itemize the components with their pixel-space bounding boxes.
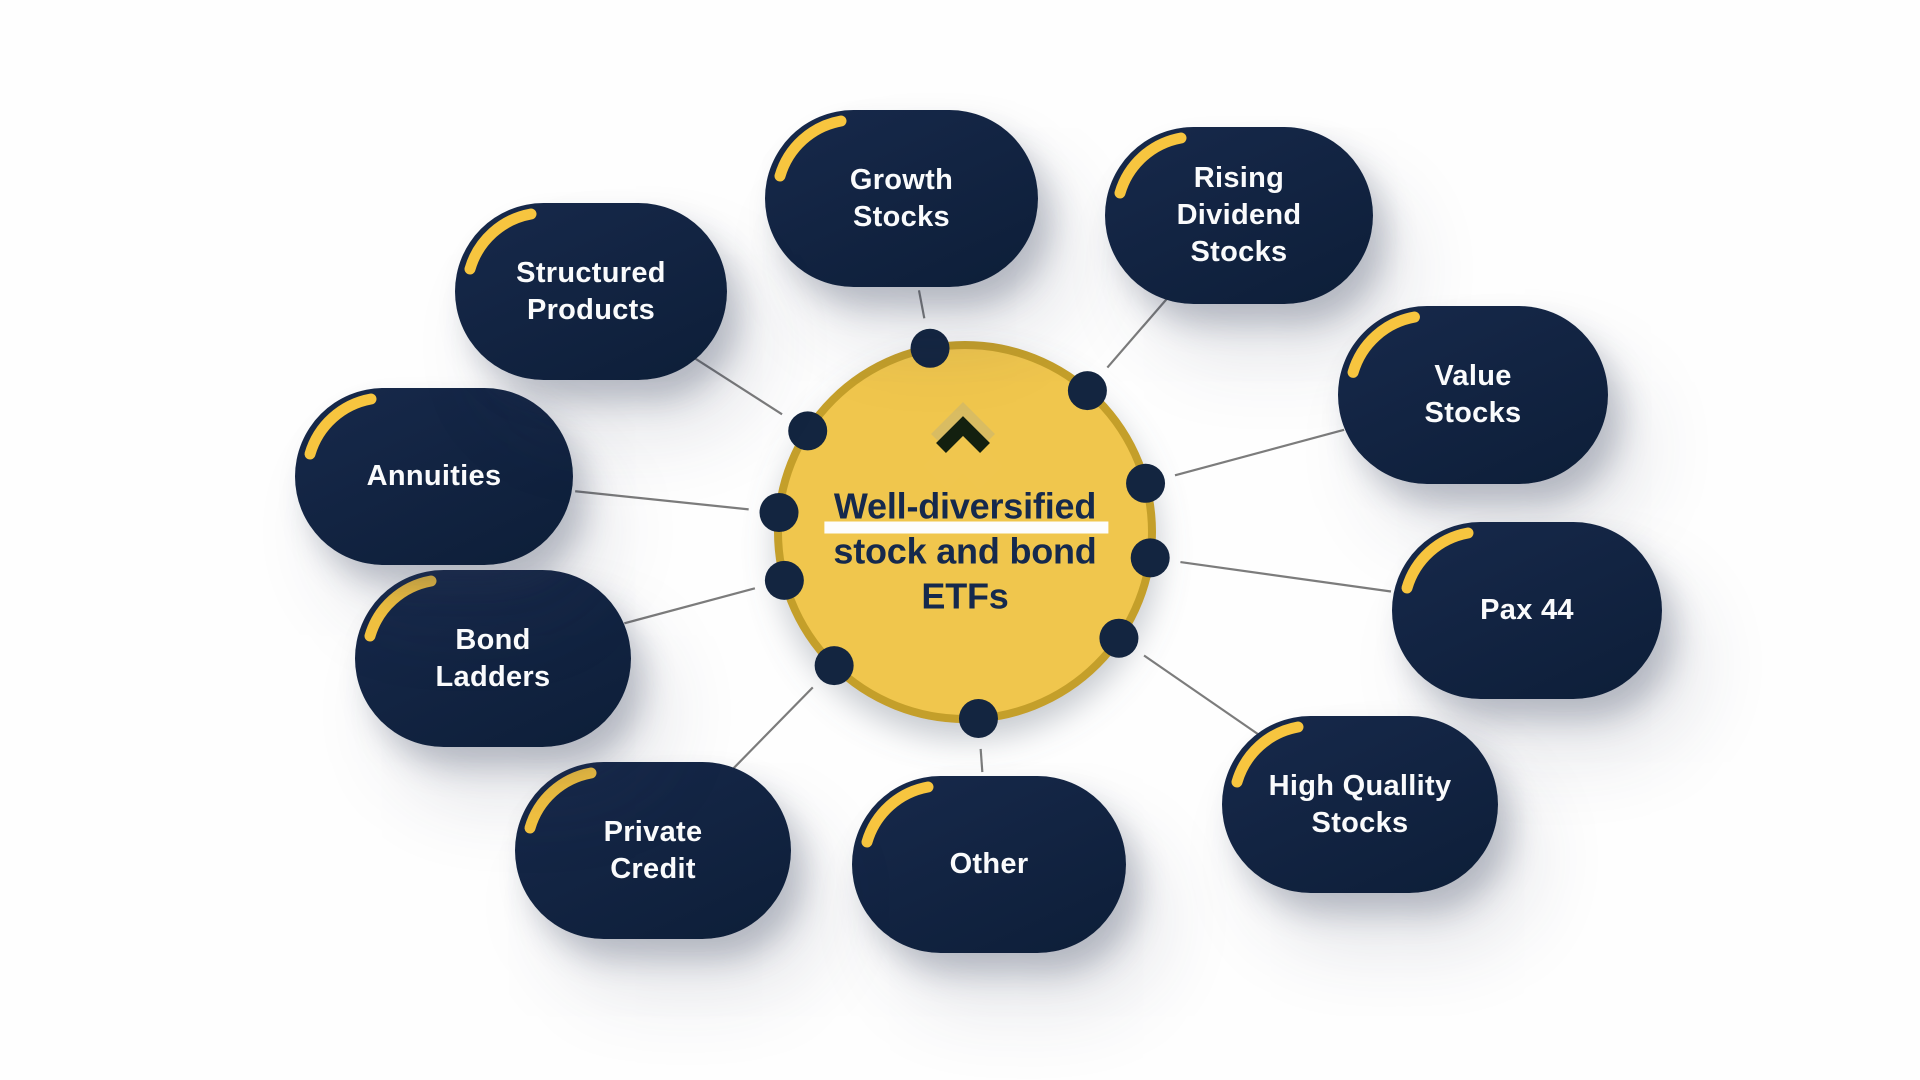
node-accent-arc-icon: [1231, 721, 1304, 788]
node-label-rising-dividend-stocks: Rising Dividend Stocks: [1176, 162, 1302, 268]
hub-title-line2: stock and bond: [833, 530, 1097, 572]
connector-dot-value-stocks: [1126, 463, 1166, 503]
node-accent-arc-icon: [464, 208, 537, 275]
connector-line-annuities: [575, 490, 749, 511]
hub-title-line1: Well-diversified: [823, 484, 1109, 534]
node-label-other: Other: [949, 848, 1029, 880]
node-label-high-quallity-stocks: High Quallity Stocks: [1268, 769, 1452, 839]
connector-dot-high-quallity-stocks: [1099, 618, 1139, 658]
node-accent-arc-icon: [1401, 527, 1474, 594]
connector-dot-rising-dividend-stocks: [1067, 371, 1107, 411]
node-label-bond-ladders: Bond Ladders: [435, 623, 551, 693]
connector-dot-private-credit: [814, 646, 854, 686]
node-accent-arc-icon: [774, 115, 847, 182]
connector-line-other: [979, 748, 984, 773]
node-accent-arc-icon: [1114, 132, 1187, 199]
node-accent-arc-icon: [364, 575, 437, 642]
node-label-value-stocks: Value Stocks: [1424, 360, 1522, 429]
connector-dot-growth-stocks: [910, 328, 950, 368]
node-label-private-credit: Private Credit: [603, 815, 703, 885]
connector-dot-annuities: [759, 493, 799, 533]
node-accent-arc-icon: [524, 767, 597, 834]
connector-line-rising-dividend-stocks: [1106, 294, 1171, 369]
node-value-stocks: Value Stocks: [1338, 306, 1608, 484]
connector-line-private-credit: [728, 686, 814, 774]
node-other: Other: [852, 776, 1126, 953]
up-chevron-icon: [922, 402, 1004, 491]
node-pax-44: Pax 44: [1392, 522, 1662, 699]
node-label-annuities: Annuities: [366, 460, 502, 492]
hub-title-underlined-text: Well-diversified: [823, 485, 1109, 534]
node-label-pax-44: Pax 44: [1480, 594, 1574, 626]
node-label-structured-products: Structured Products: [516, 256, 666, 326]
hub-title-line3: ETFs: [921, 575, 1009, 617]
connector-line-bond-ladders: [624, 587, 756, 625]
connector-line-pax-44: [1180, 560, 1392, 593]
connector-dot-other: [958, 699, 998, 739]
node-structured-products: Structured Products: [455, 203, 727, 380]
connector-line-high-quallity-stocks: [1143, 654, 1264, 739]
connector-dot-bond-ladders: [764, 560, 804, 600]
hub-title: Well-diversified stock and bond ETFs: [823, 484, 1109, 619]
connector-dot-structured-products: [788, 411, 828, 451]
connector-dot-pax-44: [1130, 538, 1170, 578]
connector-line-structured-products: [690, 355, 783, 416]
node-accent-arc-icon: [1347, 311, 1420, 378]
node-accent-arc-icon: [304, 393, 377, 460]
node-annuities: Annuities: [295, 388, 573, 565]
node-rising-dividend-stocks: Rising Dividend Stocks: [1105, 127, 1373, 304]
node-bond-ladders: Bond Ladders: [355, 570, 631, 747]
connector-line-value-stocks: [1174, 428, 1345, 477]
node-private-credit: Private Credit: [515, 762, 791, 939]
node-accent-arc-icon: [861, 781, 934, 848]
node-growth-stocks: Growth Stocks: [765, 110, 1038, 287]
node-label-growth-stocks: Growth Stocks: [849, 163, 954, 233]
connector-line-growth-stocks: [917, 290, 926, 319]
node-high-quallity-stocks: High Quallity Stocks: [1222, 716, 1498, 893]
